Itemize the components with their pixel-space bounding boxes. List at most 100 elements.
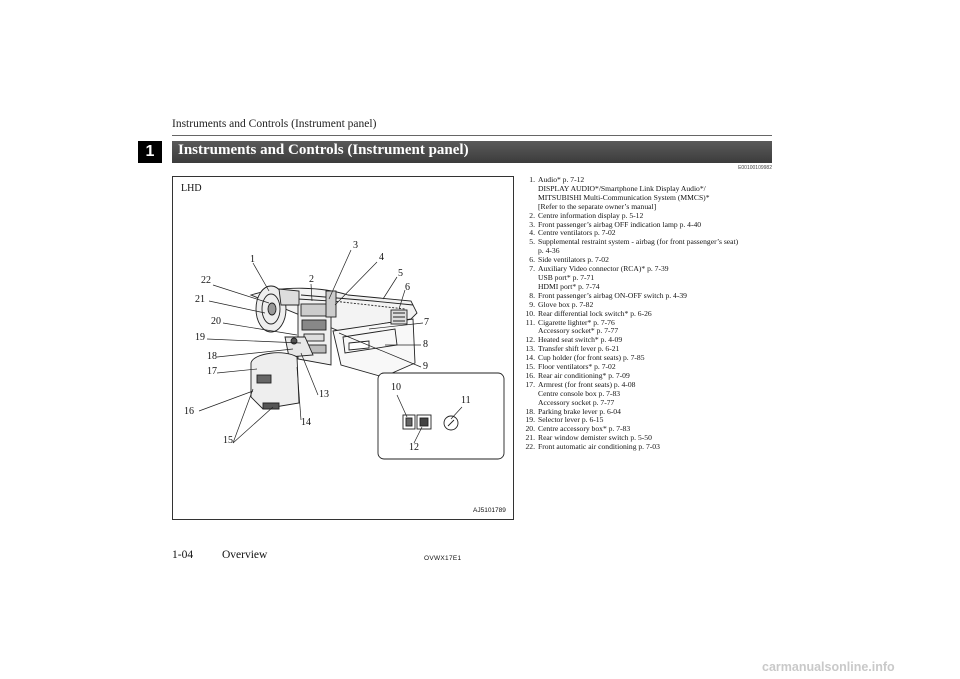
list-item: 16.Rear air conditioning* p. 7-09 (518, 370, 772, 381)
list-item: 13.Transfer shift lever p. 6-21 (518, 344, 772, 354)
list-item: 22.Front automatic air conditioning p. 7… (518, 442, 772, 452)
section-title: Instruments and Controls (Instrument pan… (178, 142, 469, 158)
list-item-text: Accessory socket p. 7-77 (538, 397, 615, 407)
callout-13: 13 (319, 389, 329, 400)
callout-15: 15 (223, 435, 233, 446)
list-item-number: 16. (525, 370, 536, 380)
list-item-text: Audio* p. 7-12 (538, 175, 585, 184)
callout-6: 6 (405, 282, 410, 293)
list-item: 19.Selector lever p. 6-15 (518, 416, 772, 425)
callout-19: 19 (195, 332, 205, 343)
list-item-number: 19. (525, 415, 536, 425)
callout-1: 1 (250, 254, 255, 265)
list-item-text: HDMI port* p. 7-74 (538, 281, 600, 291)
list-item-text: Centre information display p. 5-12 (538, 210, 644, 220)
list-item-text: Cup holder (for front seats) p. 7-85 (538, 353, 645, 363)
list-item: 4.Centre ventilators p. 7-02 (518, 229, 772, 238)
list-item-text: Armrest (for front seats) p. 4-08 (538, 379, 636, 389)
list-item-text: Accessory socket* p. 7-77 (538, 326, 619, 336)
list-item-text: Selector lever p. 6-15 (538, 415, 604, 425)
list-item-text: Front passenger’s airbag ON-OFF switch p… (538, 290, 687, 300)
list-item-number: 18. (525, 406, 536, 416)
document-code: OVWX17E1 (424, 555, 462, 562)
list-item-text: Rear window demister switch p. 5-50 (538, 433, 652, 443)
list-item-text: Supplemental restraint system - airbag (… (538, 237, 739, 247)
list-item-number: 22. (525, 442, 536, 452)
running-header: Instruments and Controls (Instrument pan… (172, 118, 377, 130)
callout-20: 20 (211, 316, 221, 327)
list-item-text: MITSUBISHI Multi-Communication System (M… (538, 192, 710, 202)
list-item: 9.Glove box p. 7-82 (518, 299, 772, 310)
page-number: 1-04 (172, 549, 194, 561)
callout-7: 7 (424, 317, 429, 328)
header-rule (172, 135, 772, 136)
list-item-number: 20. (525, 424, 536, 434)
callout-8: 8 (423, 339, 428, 350)
list-item-number: 3. (529, 219, 535, 229)
list-item: 3.Front passenger’s airbag OFF indicatio… (518, 219, 772, 230)
list-item: 5.Supplemental restraint system - airbag… (518, 237, 772, 256)
watermark: carmanualsonline.info (762, 660, 895, 674)
callout-10: 10 (391, 382, 401, 393)
list-item: 8.Front passenger’s airbag ON-OFF switch… (518, 290, 772, 301)
list-item-text: DISPLAY AUDIO*/Smartphone Link Display A… (538, 183, 706, 193)
callout-14: 14 (301, 417, 311, 428)
list-item-number: 4. (529, 228, 535, 238)
list-item: 12.Heated seat switch* p. 4-09 (518, 335, 772, 345)
section-title-bar: Instruments and Controls (Instrument pan… (172, 141, 772, 163)
list-item-number: 5. (529, 237, 535, 247)
list-item-number: 12. (525, 335, 536, 345)
list-item: 14.Cup holder (for front seats) p. 7-85 (518, 353, 772, 363)
chapter-tab: 1 (138, 141, 162, 163)
callout-16: 16 (184, 406, 194, 417)
callout-5: 5 (398, 268, 403, 279)
list-item: 15.Floor ventilators* p. 7-02 (518, 362, 772, 372)
list-item-text: Front passenger’s airbag OFF indication … (538, 219, 702, 229)
list-item-number: 2. (529, 210, 535, 220)
list-item-number: 9. (529, 299, 535, 309)
list-item-number: 6. (529, 255, 535, 265)
callout-4: 4 (379, 252, 384, 263)
list-item: 7.Auxiliary Video connector (RCA)* p. 7-… (518, 264, 772, 292)
list-item-text: Cigarette lighter* p. 7-76 (538, 317, 615, 327)
list-item-number: 7. (529, 264, 535, 274)
list-item: 10.Rear differential lock switch* p. 6-2… (518, 308, 772, 319)
list-item-text: Parking brake lever p. 6-04 (538, 406, 621, 416)
callout-9: 9 (423, 361, 428, 372)
footer-section: Overview (222, 549, 268, 561)
list-item-text: Centre console box p. 7-83 (538, 388, 621, 398)
list-item-number: 14. (525, 353, 536, 363)
callout-17: 17 (207, 366, 217, 377)
callout-12: 12 (409, 442, 419, 453)
list-item-text: Floor ventilators* p. 7-02 (538, 362, 616, 372)
callout-22: 22 (201, 275, 211, 286)
list-item-text: Transfer shift lever p. 6-21 (538, 344, 620, 354)
list-item-number: 10. (525, 308, 536, 318)
callout-11: 11 (461, 395, 471, 406)
list-item-text: Heated seat switch* p. 4-09 (538, 335, 623, 345)
list-item: 2.Centre information display p. 5-12 (518, 210, 772, 221)
list-item-text: Centre ventilators p. 7-02 (538, 228, 616, 238)
list-item-text: Front automatic air conditioning p. 7-03 (538, 442, 660, 452)
list-item-number: 21. (525, 433, 536, 443)
list-item-number: 13. (525, 344, 536, 354)
instrument-panel-figure: LHD 1 2 3 4 5 6 7 8 9 10 11 12 13 14 15 … (172, 176, 514, 520)
list-item-text: USB port* p. 7-71 (538, 272, 595, 282)
callout-18: 18 (207, 351, 217, 362)
list-item-number: 15. (525, 362, 536, 372)
list-item-text: Centre accessory box* p. 7-83 (538, 424, 631, 434)
callout-21: 21 (195, 294, 205, 305)
list-item-number: 17. (525, 379, 536, 389)
callout-3: 3 (353, 240, 358, 251)
list-item-number: 11. (525, 317, 535, 327)
list-item-text: Rear differential lock switch* p. 6-26 (538, 308, 652, 318)
callout-2: 2 (309, 274, 314, 285)
list-item: 18.Parking brake lever p. 6-04 (518, 406, 772, 417)
list-item: 6.Side ventilators p. 7-02 (518, 255, 772, 265)
list-item-text: Side ventilators p. 7-02 (538, 255, 609, 265)
list-item-text: Rear air conditioning* p. 7-09 (538, 370, 630, 380)
